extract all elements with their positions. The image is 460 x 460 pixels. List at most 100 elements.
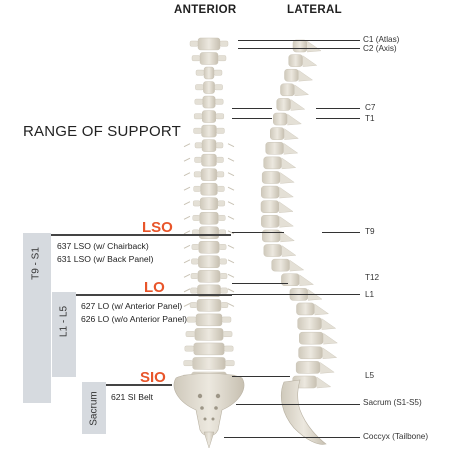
- label-l1: L1: [365, 290, 375, 299]
- leader-t1-b: [316, 118, 360, 119]
- anterior-vertebra: [193, 342, 225, 356]
- sacrum-lateral: [281, 379, 327, 445]
- rib-stub: [183, 186, 191, 191]
- lateral-process: [278, 201, 294, 213]
- anterior-vertebra: [200, 168, 218, 181]
- bar-sacrum-label: Sacrum: [88, 391, 100, 426]
- anterior-process: [219, 273, 228, 279]
- rib-stub: [183, 201, 191, 206]
- anterior-process: [222, 331, 233, 337]
- lateral-process: [316, 376, 332, 389]
- lateral-vertebra: [297, 317, 322, 330]
- lateral-process: [306, 40, 322, 53]
- label-t12: T12: [365, 273, 380, 282]
- leader-coccyx: [224, 437, 360, 438]
- anterior-process: [189, 302, 198, 308]
- lateral-process: [298, 70, 314, 82]
- leader-sacrum: [236, 404, 360, 405]
- lateral-process: [289, 259, 305, 272]
- bar-l1-l5: [52, 292, 76, 377]
- anterior-process: [191, 55, 201, 62]
- bar-t9-s1: [23, 233, 51, 403]
- lateral-vertebra: [261, 171, 281, 184]
- anterior-process: [194, 142, 203, 149]
- anterior-process: [218, 215, 226, 221]
- lateral-vertebra: [280, 83, 295, 97]
- lateral-process: [299, 274, 314, 286]
- anterior-vertebra: [192, 357, 226, 370]
- anterior-process: [185, 331, 196, 337]
- bar-l1-l5-label: L1 - L5: [58, 305, 70, 338]
- anterior-spine: [182, 37, 236, 385]
- label-t9: T9: [365, 227, 375, 236]
- lateral-vertebra: [295, 361, 321, 374]
- anterior-heading: ANTERIOR: [174, 4, 237, 16]
- anterior-process: [219, 40, 229, 47]
- leader-t9-b: [322, 232, 360, 233]
- anterior-process: [194, 98, 204, 105]
- anterior-process: [193, 171, 202, 178]
- rib-stub: [227, 186, 235, 191]
- anterior-process: [195, 84, 204, 91]
- anterior-process: [215, 113, 225, 120]
- label-t1: T1: [365, 114, 375, 123]
- label-coccyx: Coccyx (Tailbone): [363, 432, 429, 441]
- anterior-process: [192, 215, 200, 221]
- anterior-process: [221, 316, 232, 323]
- lateral-vertebra: [265, 142, 284, 155]
- lo-item-2: 626 LO (w/o Anterior Panel): [81, 314, 188, 324]
- label-c2: C2 (Axis): [363, 44, 397, 53]
- anterior-process: [190, 287, 198, 294]
- lso-item-1: 637 LSO (w/ Chairback): [57, 241, 149, 251]
- lateral-vertebra: [284, 68, 299, 82]
- bar-sacrum: [82, 382, 106, 434]
- anterior-vertebra: [203, 81, 215, 94]
- lateral-vertebra: [292, 39, 308, 53]
- lateral-process: [287, 113, 302, 126]
- anterior-process: [191, 244, 200, 250]
- anterior-process: [186, 316, 197, 323]
- lateral-process: [321, 318, 337, 330]
- anterior-process: [220, 287, 228, 294]
- leader-t1-a: [232, 118, 272, 119]
- lateral-vertebra: [299, 331, 324, 345]
- anterior-vertebra: [202, 95, 216, 109]
- anterior-process: [194, 156, 202, 163]
- leader-c1: [238, 40, 360, 41]
- anterior-vertebra: [201, 139, 217, 152]
- anterior-vertebra: [203, 66, 215, 80]
- lateral-vertebra: [270, 127, 285, 140]
- bar-t9-s1-label: T9 - S1: [30, 247, 42, 280]
- rib-stub: [227, 259, 235, 264]
- anterior-vertebra: [194, 328, 224, 341]
- rib-stub: [183, 230, 191, 235]
- lateral-spine: [260, 39, 338, 389]
- rib-stub: [183, 244, 191, 249]
- anterior-process: [216, 127, 225, 134]
- rib-stub: [227, 230, 235, 235]
- anterior-vertebra: [197, 37, 221, 51]
- lateral-process: [294, 84, 310, 97]
- lateral-vertebra: [271, 258, 290, 272]
- anterior-process: [195, 69, 205, 76]
- anterior-vertebra: [201, 124, 217, 138]
- lso-rule: [51, 234, 231, 236]
- anterior-process: [214, 84, 223, 91]
- rib-stub: [183, 288, 191, 293]
- lo-item-1: 627 LO (w/ Anterior Panel): [81, 301, 183, 311]
- anterior-vertebra: [201, 153, 217, 167]
- sacrum-anterior: [173, 373, 245, 449]
- anterior-process: [214, 98, 224, 105]
- label-l5: L5: [365, 371, 375, 380]
- sio-title: SIO: [140, 369, 166, 386]
- anterior-vertebra: [198, 255, 220, 268]
- rib-stub: [227, 244, 235, 249]
- anterior-vertebra: [198, 241, 220, 254]
- anterior-process: [225, 360, 235, 367]
- lateral-process: [284, 128, 299, 140]
- lateral-process: [283, 143, 299, 155]
- rib-stub: [227, 302, 235, 307]
- anterior-process: [217, 185, 225, 192]
- anterior-process: [189, 40, 199, 47]
